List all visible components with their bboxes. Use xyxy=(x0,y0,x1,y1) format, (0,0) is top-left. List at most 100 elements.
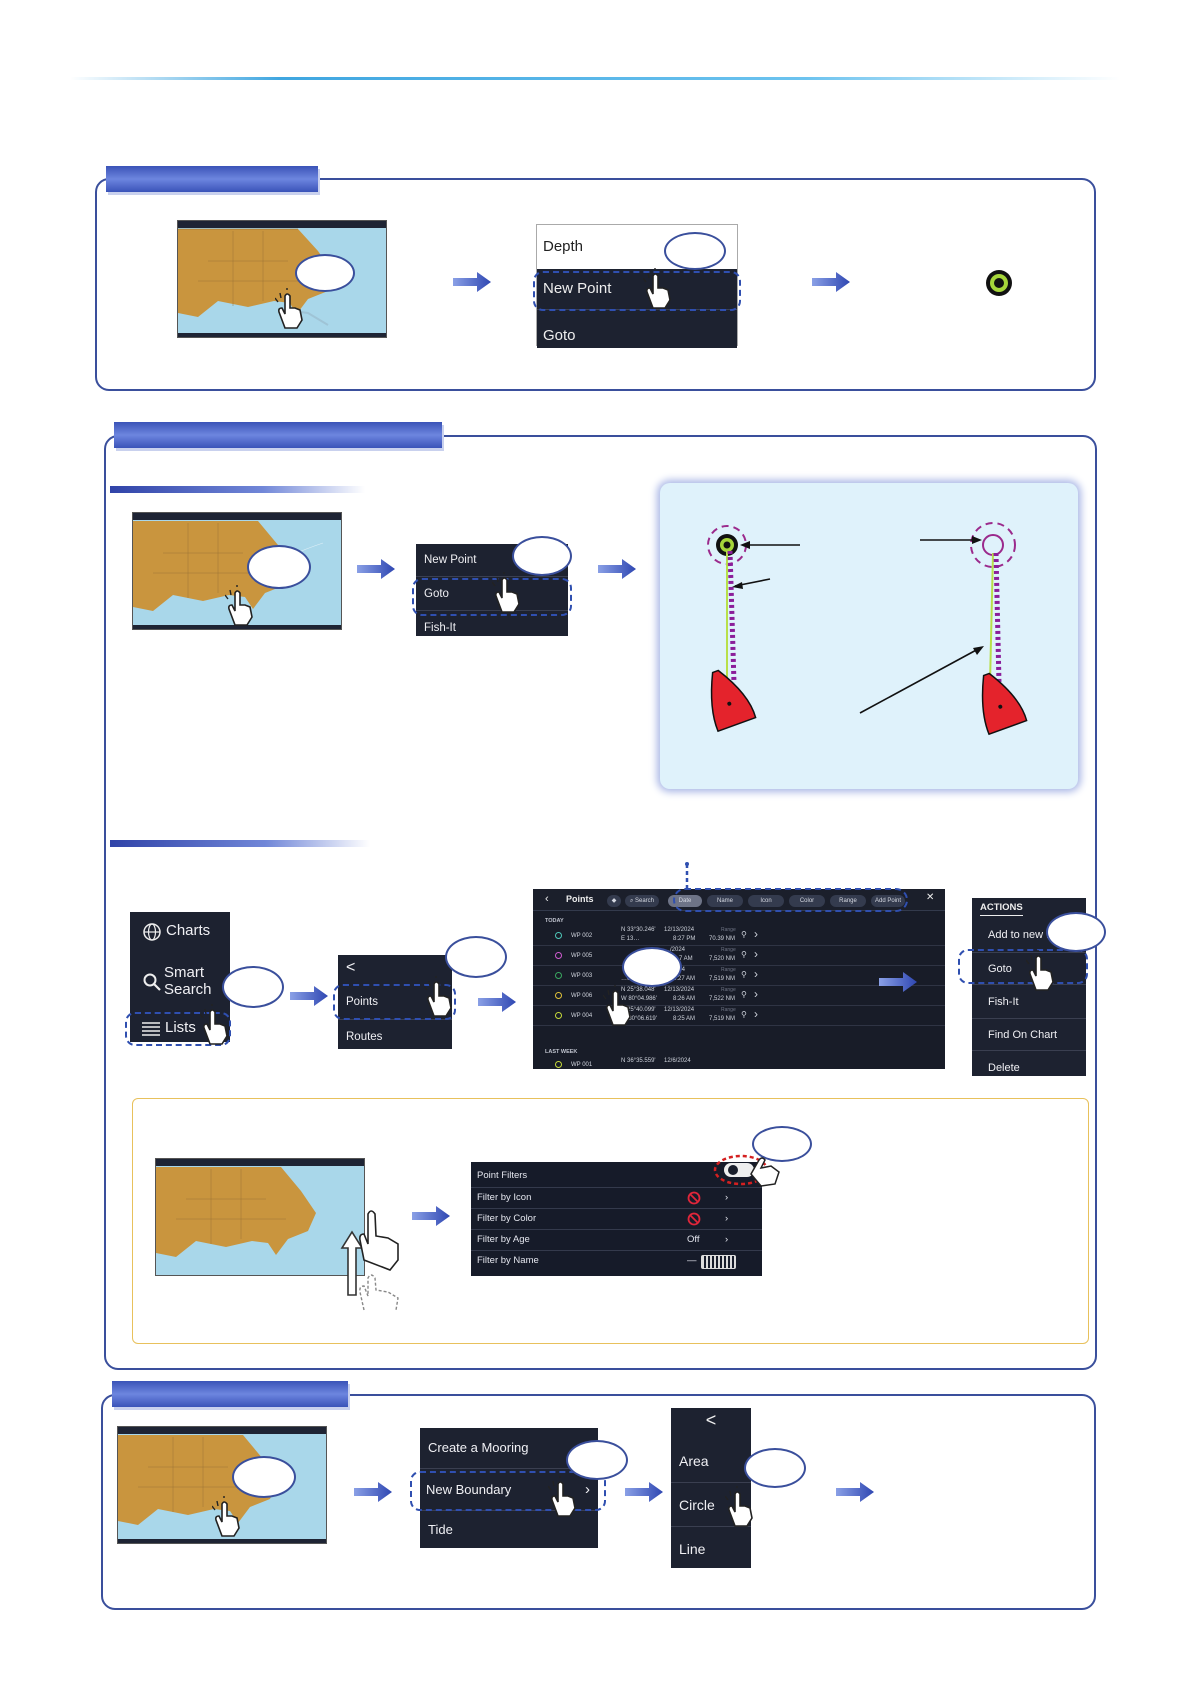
back-chevron-icon[interactable]: < xyxy=(705,1410,717,1430)
step-arrow-icon xyxy=(357,559,395,579)
point-time: 8:27 AM xyxy=(673,976,696,982)
point-name: WP 006 xyxy=(571,993,593,999)
back-chevron-icon[interactable]: ‹ xyxy=(545,893,549,905)
lists-item-points[interactable]: Points xyxy=(346,996,378,1008)
step-arrow-icon xyxy=(290,986,328,1006)
callout-bubble xyxy=(622,947,682,987)
chevron-right-icon[interactable]: › xyxy=(754,947,758,961)
point-date: 12/6/2024 xyxy=(664,1058,691,1064)
home-item-smart-search[interactable]: Smart Search xyxy=(164,964,212,998)
pointer-dotted-line xyxy=(685,862,689,889)
step-arrow-icon xyxy=(879,972,917,992)
pin-icon[interactable]: ⚲ xyxy=(741,1010,747,1019)
tap-hand-icon xyxy=(424,976,452,1017)
menu-item-goto[interactable]: Goto xyxy=(537,309,737,348)
point-lon: E 13… xyxy=(621,936,640,942)
chevron-right-icon[interactable]: › xyxy=(754,927,758,941)
home-item-lists[interactable]: Lists xyxy=(165,1019,196,1036)
shape-item-area[interactable]: Area xyxy=(679,1453,709,1469)
filter-value: Off xyxy=(687,1234,700,1245)
callout-bubble xyxy=(744,1448,806,1488)
menu-item-new-boundary[interactable]: New Boundary › xyxy=(420,1468,598,1510)
tap-hand-icon xyxy=(725,1486,753,1527)
point-lat: N 33°30.246' xyxy=(621,927,656,933)
point-range: 7,519 NM xyxy=(709,976,736,982)
menu-item-goto[interactable]: Goto xyxy=(416,576,568,610)
section-new-point-frame xyxy=(95,178,1096,391)
action-find-on-chart[interactable]: Find On Chart xyxy=(972,1018,1086,1050)
action-add-to-route[interactable]: Add to new R… xyxy=(988,929,1066,941)
chevron-right-icon: › xyxy=(725,1234,729,1245)
group-today: TODAY xyxy=(545,918,564,924)
filter-row[interactable]: Point Filters xyxy=(471,1166,762,1186)
lists-menu: < Points Routes xyxy=(338,955,452,1049)
menu-item-fish-it[interactable]: Fish-It xyxy=(416,610,568,636)
filter-row[interactable]: Filter by Name— xyxy=(471,1250,762,1270)
table-row[interactable]: WP 001 N 36°35.559' 12/6/2024 xyxy=(533,1057,963,1076)
lists-item-routes[interactable]: Routes xyxy=(338,1019,452,1049)
point-time: 8:25 AM xyxy=(673,1016,696,1022)
subsection-bar-from-list xyxy=(110,840,370,847)
keyboard-icon[interactable] xyxy=(701,1255,736,1269)
step-arrow-icon xyxy=(453,272,491,292)
point-color-icon xyxy=(555,992,562,999)
range-label: Range xyxy=(721,967,736,973)
shape-item-line[interactable]: Line xyxy=(671,1526,751,1568)
sort-pill-color[interactable]: Color xyxy=(789,895,825,907)
pin-icon[interactable]: ⚲ xyxy=(741,950,747,959)
tag-icon[interactable]: ◆ xyxy=(607,895,621,907)
menu-item-create-mooring[interactable]: Create a Mooring xyxy=(428,1440,529,1455)
callout-bubble xyxy=(512,536,572,576)
section-goto-tab xyxy=(114,422,442,448)
back-chevron-icon[interactable]: < xyxy=(346,959,356,976)
action-fish-it[interactable]: Fish-It xyxy=(972,984,1086,1018)
list-icon xyxy=(142,1022,160,1036)
menu-item-new-point[interactable]: New Point xyxy=(537,269,737,309)
filter-row[interactable]: Filter by Color› xyxy=(471,1208,762,1228)
action-delete[interactable]: Delete xyxy=(972,1050,1086,1076)
point-color-icon xyxy=(555,972,562,979)
point-color-icon xyxy=(555,932,562,939)
sort-pill-name[interactable]: Name xyxy=(707,895,743,907)
chart-screen-thumbnail[interactable] xyxy=(155,1158,365,1276)
home-item-charts[interactable]: Charts xyxy=(166,922,211,939)
point-time: 8:27 PM xyxy=(673,936,696,942)
highlight-action-goto xyxy=(958,949,1088,984)
point-color-icon xyxy=(555,952,562,959)
no-filter-icon xyxy=(687,1191,701,1205)
action-goto[interactable]: Goto xyxy=(972,952,1086,984)
search-pill[interactable]: ⌕ Search xyxy=(625,895,659,907)
shape-item-circle[interactable]: Circle xyxy=(671,1482,751,1526)
chevron-right-icon[interactable]: › xyxy=(754,987,758,1001)
pin-icon[interactable]: ⚲ xyxy=(741,990,747,999)
smart-label: Smart xyxy=(164,964,205,981)
point-name: WP 002 xyxy=(571,933,593,939)
menu-item-new-point[interactable]: New Point xyxy=(424,554,477,566)
range-label: Range xyxy=(721,927,736,933)
callout-bubble xyxy=(232,1456,296,1498)
pin-icon[interactable]: ⚲ xyxy=(741,970,747,979)
point-range: 7,522 NM xyxy=(709,996,736,1002)
sort-pill-icon[interactable]: Icon xyxy=(748,895,784,907)
sort-pill-range[interactable]: Range xyxy=(830,895,866,907)
filter-label: Filter by Name xyxy=(477,1255,539,1266)
point-date: 12/13/2024 xyxy=(664,987,695,993)
chevron-right-icon[interactable]: › xyxy=(754,967,758,981)
step-arrow-icon xyxy=(598,559,636,579)
highlight-goto xyxy=(412,578,572,616)
new-boundary-label: New Boundary xyxy=(426,1482,512,1497)
point-date: 12/13/2024 xyxy=(664,1007,695,1013)
pin-icon[interactable]: ⚲ xyxy=(741,930,747,939)
filter-row[interactable]: Filter by Icon› xyxy=(471,1187,762,1207)
highlight-new-boundary xyxy=(410,1471,606,1511)
toggle-switch[interactable] xyxy=(713,1154,783,1188)
step-arrow-icon xyxy=(836,1482,874,1502)
close-icon[interactable]: ✕ xyxy=(926,892,935,903)
chevron-right-icon[interactable]: › xyxy=(754,1007,758,1021)
